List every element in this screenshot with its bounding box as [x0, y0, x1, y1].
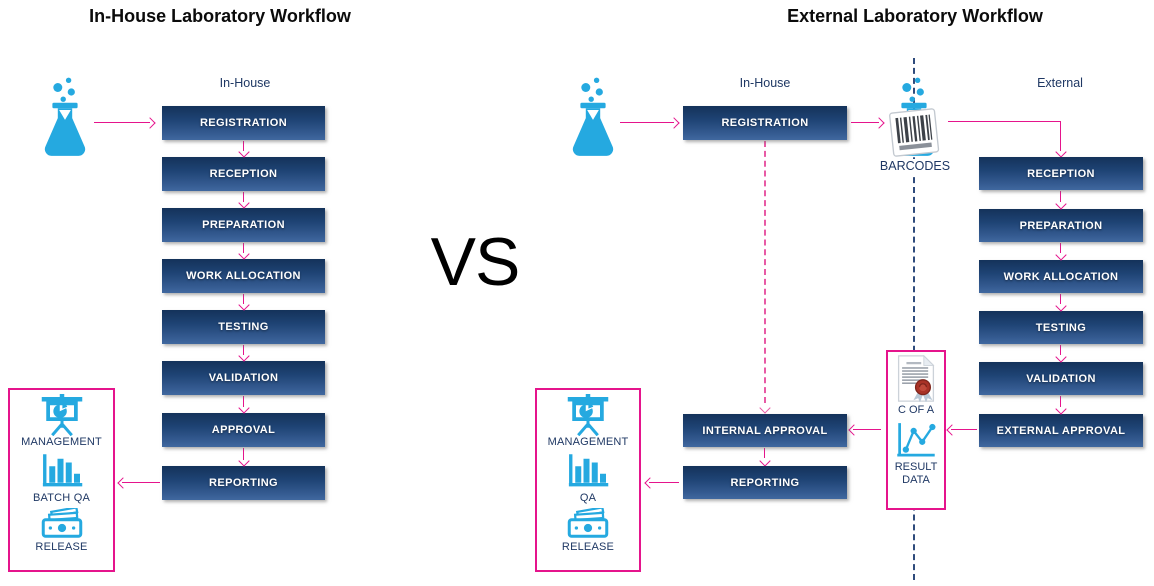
banknotes-icon — [567, 508, 609, 538]
flow-arrow-line — [951, 429, 977, 430]
bar-chart-icon — [568, 454, 609, 487]
flow-arrowhead — [848, 424, 860, 436]
result-data-label-line2: DATA — [902, 474, 930, 486]
flow-arrowhead — [1055, 146, 1067, 158]
flow-arrow-line — [243, 141, 244, 151]
step-internal-approval: INTERNAL APPROVAL — [683, 414, 847, 447]
inhouse-external-divider-line — [913, 58, 915, 580]
left-column-label: In-House — [219, 76, 271, 90]
flow-arrow-line — [1060, 294, 1061, 304]
flow-arrowhead — [238, 402, 250, 414]
outcome-item-label: RELEASE — [35, 541, 88, 553]
step-registration: REGISTRATION — [683, 106, 847, 140]
flow-arrow-line — [243, 192, 244, 202]
barcode-label — [889, 108, 940, 157]
flow-arrow-line — [948, 121, 1061, 122]
step-testing: TESTING — [162, 310, 325, 344]
step-preparation: PREPARATION — [162, 208, 325, 242]
flow-arrow-line — [243, 396, 244, 407]
outcome-item-label: BATCH QA — [32, 492, 90, 504]
flow-arrowhead — [668, 117, 680, 129]
barcodes-label: BARCODES — [869, 159, 961, 174]
right-external-column-label: External — [1037, 76, 1083, 90]
flow-arrow-line — [764, 448, 765, 458]
flow-arrowhead — [238, 197, 250, 209]
step-approval: APPROVAL — [162, 413, 325, 447]
cofa-result-data-box: C OF A RESULT DATA — [886, 350, 946, 510]
step-reporting: REPORTING — [162, 466, 325, 500]
flow-arrow-line — [243, 243, 244, 253]
flow-arrowhead — [238, 248, 250, 260]
flow-arrow-line — [851, 122, 879, 123]
flow-arrowhead — [1055, 249, 1067, 261]
flow-arrowhead — [1055, 351, 1067, 363]
left-panel-title: In-House Laboratory Workflow — [89, 6, 351, 26]
flow-arrow-line — [243, 294, 244, 304]
flow-arrowhead — [1055, 198, 1067, 210]
flow-arrowhead — [759, 402, 771, 414]
right-outcome-box: MANAGEMENT QA RELEASE — [535, 388, 641, 572]
flask-mouth-highlight — [59, 110, 71, 120]
outcome-item-label: MANAGEMENT — [547, 436, 629, 448]
flow-arrowhead — [1055, 403, 1067, 415]
step-ext-preparation: PREPARATION — [979, 209, 1143, 242]
flow-arrow-line — [1060, 345, 1061, 355]
left-outcome-box: MANAGEMENT BATCH QA RELEASE — [8, 388, 115, 572]
outcome-item-label: RELEASE — [561, 541, 615, 553]
step-validation: VALIDATION — [162, 361, 325, 395]
flow-arrowhead — [946, 424, 958, 436]
flow-arrowhead — [238, 350, 250, 362]
line-chart-icon — [897, 423, 936, 457]
flow-arrow-line — [1060, 121, 1061, 151]
presentation-pie-chart-icon — [41, 394, 82, 436]
cofa-label: C OF A — [897, 404, 935, 416]
barcode-flask-icon — [889, 77, 940, 157]
step-reporting: REPORTING — [683, 466, 847, 499]
sample-flask-icon — [572, 77, 614, 156]
flow-arrowhead — [1055, 300, 1067, 312]
flow-arrow-line — [243, 345, 244, 355]
step-reception: RECEPTION — [162, 157, 325, 191]
step-ext-validation: VALIDATION — [979, 362, 1143, 395]
flow-arrowhead — [238, 455, 250, 467]
flask-mouth-highlight — [587, 110, 599, 120]
flow-arrowhead — [117, 477, 129, 489]
right-inhouse-column-label: In-House — [739, 76, 791, 90]
step-ext-work-allocation: WORK ALLOCATION — [979, 260, 1143, 293]
flow-arrowhead — [873, 117, 885, 129]
bar-chart-icon — [42, 454, 82, 487]
flow-arrowhead — [238, 146, 250, 158]
step-ext-external-approval: EXTERNAL APPROVAL — [979, 414, 1143, 447]
outcome-item-label: MANAGEMENT — [21, 436, 102, 448]
registration-to-internal-approval-dashed-line — [764, 141, 766, 403]
vs-label: VS — [430, 224, 521, 300]
certificate-seal-icon — [897, 355, 935, 402]
step-work-allocation: WORK ALLOCATION — [162, 259, 325, 293]
banknotes-icon — [41, 508, 82, 538]
flow-arrow-line — [620, 122, 674, 123]
flow-arrow-line — [649, 482, 679, 483]
flow-arrow-line — [1060, 191, 1061, 202]
flow-arrowhead — [759, 455, 771, 467]
result-data-label-line1: RESULT — [894, 461, 938, 473]
step-ext-reception: RECEPTION — [979, 157, 1143, 190]
outcome-item-label: QA — [579, 492, 597, 504]
presentation-pie-chart-icon — [567, 394, 609, 436]
flow-arrow-line — [1060, 396, 1061, 407]
step-ext-testing: TESTING — [979, 311, 1143, 344]
flow-arrow-line — [853, 429, 881, 430]
flow-arrowhead — [144, 117, 156, 129]
flow-arrowhead — [644, 477, 656, 489]
step-registration: REGISTRATION — [162, 106, 325, 140]
sample-flask-icon — [44, 77, 86, 156]
flow-arrowhead — [238, 299, 250, 311]
flow-arrow-line — [1060, 243, 1061, 253]
right-panel-title: External Laboratory Workflow — [787, 6, 1043, 26]
flow-arrow-line — [243, 448, 244, 460]
flow-arrow-line — [94, 122, 150, 123]
flow-arrow-line — [122, 482, 160, 483]
